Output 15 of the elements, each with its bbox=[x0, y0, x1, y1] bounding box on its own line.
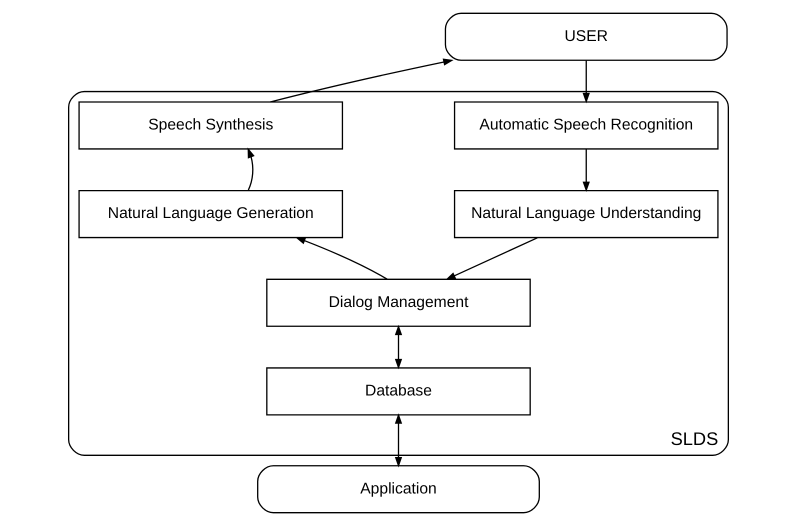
node-box: Application bbox=[257, 465, 540, 514]
node-box: Natural Language Generation bbox=[78, 190, 344, 238]
arrow bbox=[248, 148, 255, 190]
node-box: Natural Language Understanding bbox=[454, 190, 719, 238]
arrow bbox=[295, 237, 388, 280]
node-box: Automatic Speech Recognition bbox=[454, 101, 719, 150]
arrow bbox=[445, 237, 538, 280]
node-box: USER bbox=[444, 12, 728, 61]
arrow bbox=[582, 60, 590, 104]
arrow bbox=[394, 413, 402, 468]
arrow bbox=[394, 324, 402, 370]
node-box: Dialog Management bbox=[266, 278, 531, 327]
arrow bbox=[582, 149, 590, 192]
node-box: Speech Synthesis bbox=[78, 101, 344, 150]
node-box: Database bbox=[266, 367, 531, 416]
